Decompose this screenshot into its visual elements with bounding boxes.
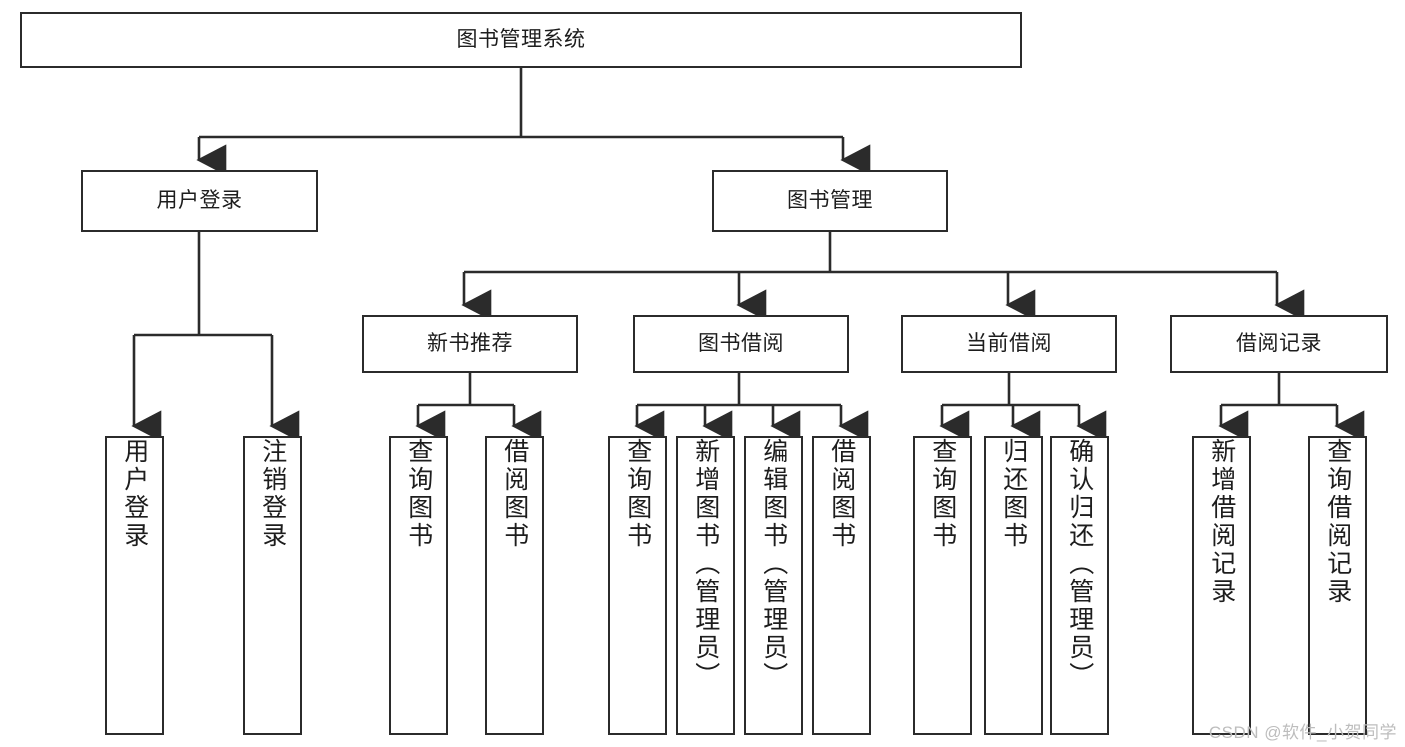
node-new-book-rec-label: 新书推荐	[427, 332, 513, 356]
node-root-label: 图书管理系统	[456, 28, 586, 52]
node-leaf-add-book[interactable]: 新增图书（管理员）	[676, 436, 735, 735]
node-leaf-confirm-return[interactable]: 确认归还（管理员）	[1050, 436, 1109, 735]
node-book-manage-label: 图书管理	[787, 189, 873, 213]
node-leaf-query-book-3-label: 查询图书	[928, 438, 957, 550]
node-borrow-record[interactable]: 借阅记录	[1170, 315, 1388, 373]
node-leaf-logout-label: 注销登录	[258, 438, 287, 550]
node-leaf-logout[interactable]: 注销登录	[243, 436, 302, 735]
node-root[interactable]: 图书管理系统	[20, 12, 1022, 68]
node-leaf-add-book-label: 新增图书（管理员）	[691, 438, 720, 690]
node-leaf-edit-book[interactable]: 编辑图书（管理员）	[744, 436, 803, 735]
node-leaf-query-book-1[interactable]: 查询图书	[389, 436, 448, 735]
node-leaf-borrow-book-1-label: 借阅图书	[500, 438, 529, 550]
node-current-borrow-label: 当前借阅	[966, 332, 1052, 356]
node-book-manage[interactable]: 图书管理	[712, 170, 948, 232]
node-borrow-record-label: 借阅记录	[1236, 332, 1322, 356]
node-leaf-query-book-1-label: 查询图书	[404, 438, 433, 550]
node-book-borrow[interactable]: 图书借阅	[633, 315, 849, 373]
node-leaf-add-record-label: 新增借阅记录	[1207, 438, 1236, 606]
node-leaf-borrow-book-2[interactable]: 借阅图书	[812, 436, 871, 735]
node-leaf-query-book-2[interactable]: 查询图书	[608, 436, 667, 735]
watermark-text: CSDN @软件_小贺同学	[1208, 723, 1397, 742]
node-leaf-borrow-book-1[interactable]: 借阅图书	[485, 436, 544, 735]
node-leaf-query-record[interactable]: 查询借阅记录	[1308, 436, 1367, 735]
node-leaf-query-record-label: 查询借阅记录	[1323, 438, 1352, 606]
node-leaf-user-login-label: 用户登录	[120, 438, 149, 550]
node-leaf-confirm-return-label: 确认归还（管理员）	[1065, 438, 1094, 690]
node-book-borrow-label: 图书借阅	[698, 332, 784, 356]
node-leaf-add-record[interactable]: 新增借阅记录	[1192, 436, 1251, 735]
node-leaf-edit-book-label: 编辑图书（管理员）	[759, 438, 788, 690]
node-leaf-query-book-2-label: 查询图书	[623, 438, 652, 550]
node-leaf-user-login[interactable]: 用户登录	[105, 436, 164, 735]
node-user-login-label: 用户登录	[156, 189, 243, 213]
node-user-login[interactable]: 用户登录	[81, 170, 318, 232]
node-leaf-borrow-book-2-label: 借阅图书	[827, 438, 856, 550]
node-leaf-return-book[interactable]: 归还图书	[984, 436, 1043, 735]
node-new-book-rec[interactable]: 新书推荐	[362, 315, 578, 373]
node-leaf-query-book-3[interactable]: 查询图书	[913, 436, 972, 735]
node-current-borrow[interactable]: 当前借阅	[901, 315, 1117, 373]
node-leaf-return-book-label: 归还图书	[999, 438, 1028, 550]
